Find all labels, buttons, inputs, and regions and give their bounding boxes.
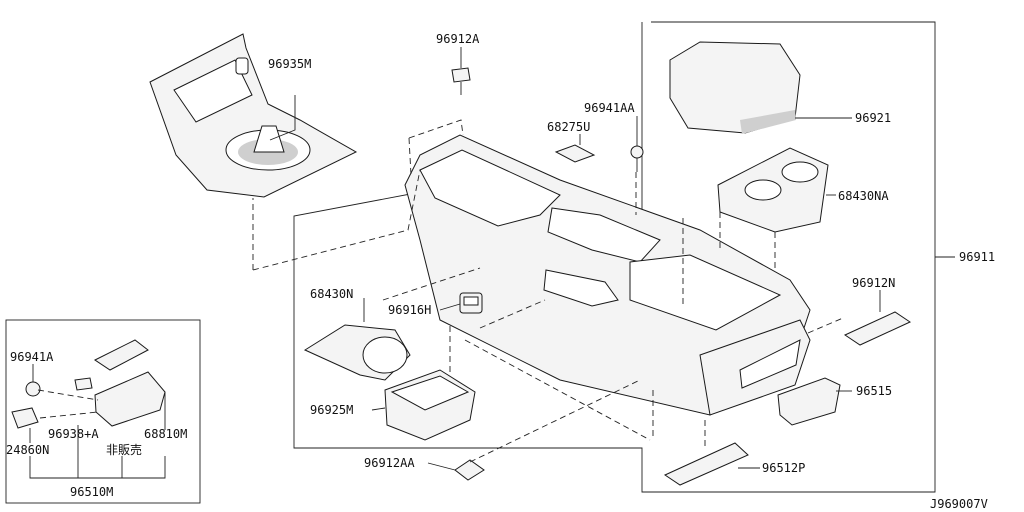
- label-96512P: 96512P: [762, 461, 805, 475]
- armrest-lid: [669, 41, 801, 134]
- inset-frame: [5, 319, 201, 504]
- diagram-id: J969007V: [930, 497, 988, 511]
- label-96515: 96515: [856, 384, 892, 398]
- dash-16: [37, 389, 99, 419]
- label-96941A: 96941A: [10, 350, 54, 364]
- leader-96925M: [371, 407, 386, 411]
- clip-68275U: [554, 144, 596, 163]
- label-96912N: 96912N: [852, 276, 895, 290]
- leader-96912AA: [427, 462, 456, 471]
- label-68275U: 68275U: [547, 120, 590, 134]
- label-96916H: 96916H: [388, 303, 431, 317]
- clip-96912AA: [454, 459, 485, 481]
- label-96921: 96921: [855, 111, 891, 125]
- switch-96916H: [459, 292, 483, 314]
- plate-96512P: [663, 442, 749, 486]
- label-96912AA: 96912AA: [364, 456, 415, 470]
- dash-4: [408, 137, 412, 176]
- cup-holder-front: [303, 324, 411, 381]
- label-24860N: 24860N: [6, 443, 49, 457]
- clip-96912A: [451, 67, 471, 95]
- label-96510M: 96510M: [70, 485, 113, 499]
- dash-11: [464, 339, 651, 441]
- label-96912A: 96912A: [436, 32, 480, 46]
- dash-3: [408, 119, 464, 139]
- storage-box: [384, 369, 476, 441]
- label-96941AA: 96941AA: [584, 101, 635, 115]
- label-not-for-sale: 非販売: [106, 442, 142, 457]
- label-68430N: 68430N: [310, 287, 353, 301]
- dash-10: [479, 299, 546, 329]
- shift-surround-panel: [149, 33, 358, 198]
- dash-6: [719, 212, 776, 270]
- dash-13: [469, 379, 641, 463]
- inset-assembly: [11, 339, 166, 429]
- label-68430NA: 68430NA: [838, 189, 889, 203]
- leader-96935M: [269, 95, 296, 141]
- dash-15: [807, 317, 844, 334]
- label-96938A: 96938+A: [48, 427, 99, 441]
- label-96911: 96911: [959, 250, 995, 264]
- main-callout-frame: [293, 21, 936, 493]
- dash-2: [252, 169, 421, 271]
- center-console: [404, 134, 811, 416]
- leader-96916H: [439, 303, 461, 311]
- label-96925M: 96925M: [310, 403, 353, 417]
- screw-96941AA: [630, 145, 644, 172]
- pad-96912N: [843, 311, 912, 346]
- dash-8: [382, 267, 481, 301]
- ashtray: [777, 377, 841, 426]
- label-68810M: 68810M: [144, 427, 187, 441]
- cup-holder-rear: [717, 147, 829, 233]
- label-96935M: 96935M: [268, 57, 311, 71]
- leader-96510M: [29, 425, 166, 479]
